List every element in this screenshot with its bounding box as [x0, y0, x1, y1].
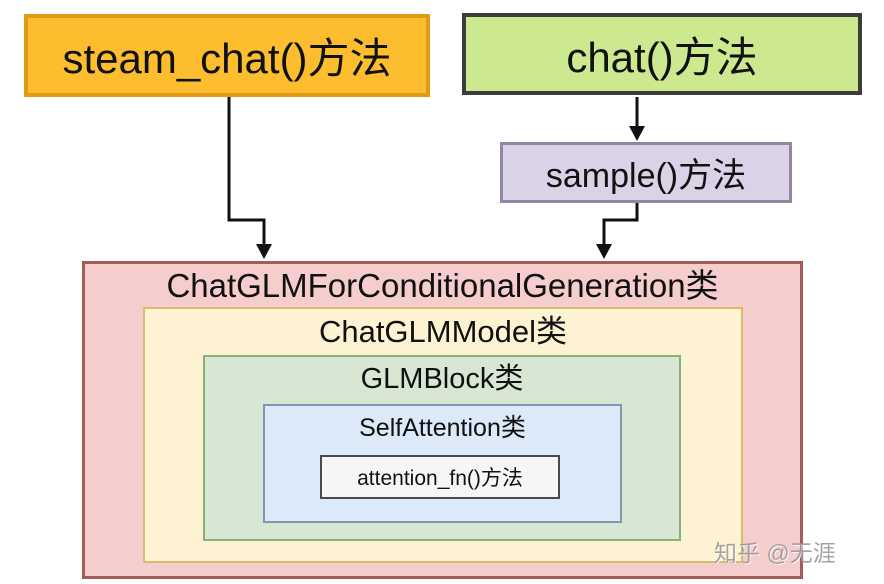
chatglm-model-label: ChatGLMModel类: [318, 314, 568, 349]
node-steam-chat-method: steam_chat()方法: [24, 14, 430, 97]
node-chat-method: chat()方法: [462, 13, 862, 95]
self-attention-label: SelfAttention类: [359, 414, 526, 442]
node-sample-method: sample()方法: [500, 142, 792, 203]
watermark-zhihu: 知乎 @无涯: [714, 540, 836, 566]
chatglm-for-conditional-generation-label: ChatGLMForConditionalGeneration类: [166, 267, 719, 304]
arrow-sample-to-chatglm: [596, 203, 639, 259]
glm-block-label: GLMBlock类: [360, 363, 524, 395]
arrow-chat-to-sample: [629, 97, 645, 141]
node-attention-fn-method: attention_fn()方法: [320, 455, 560, 499]
arrow-steam-chat-to-chatglm: [227, 97, 272, 259]
